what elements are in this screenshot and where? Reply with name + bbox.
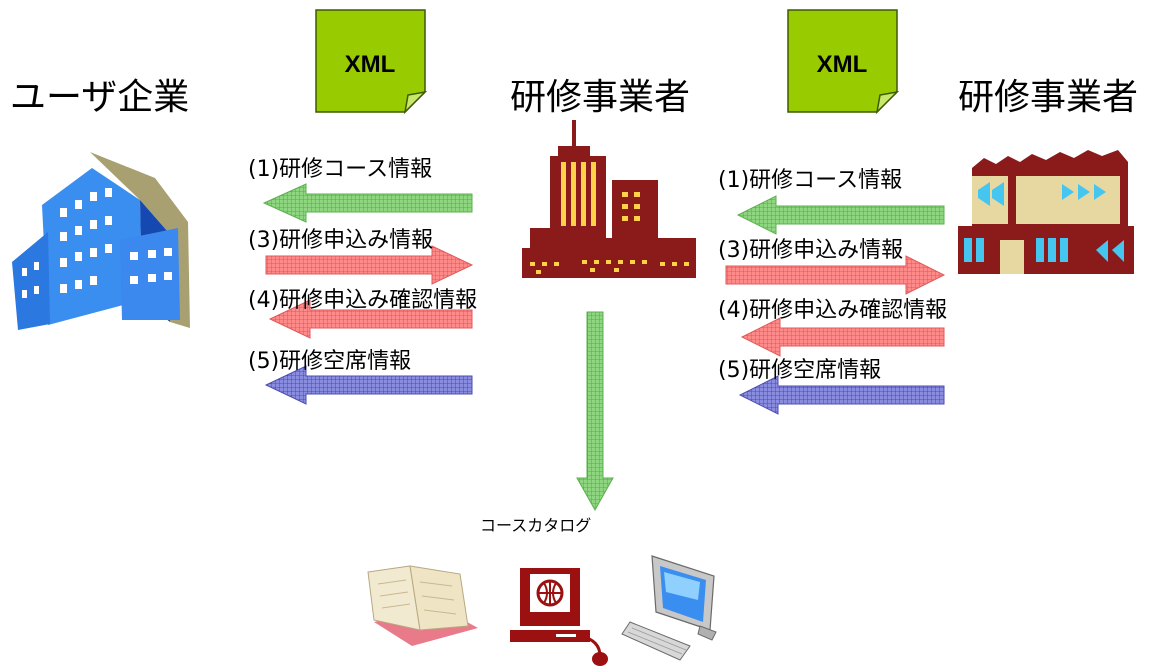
provider-right-title: 研修事業者: [958, 77, 1139, 118]
xml-document-icon: XML: [315, 9, 428, 115]
xml-label: XML: [345, 51, 396, 78]
arrow-vacancy-left: [264, 365, 473, 405]
arrow-catalog-down: [576, 311, 614, 512]
course-catalog-label: コースカタログ: [480, 516, 592, 535]
tower-building-icon: [522, 120, 696, 278]
left-flow-label-1: (1)研修コース情報: [248, 157, 433, 182]
left-flow-label-3: (3)研修申込み情報: [248, 228, 434, 253]
arrow-confirmation-left: [268, 299, 473, 339]
xml-label: XML: [817, 51, 868, 78]
xml-document-icon: XML: [787, 9, 900, 115]
arrow-course-info-left: [262, 183, 473, 223]
left-flow-label-4: (4)研修申込み確認情報: [248, 288, 478, 313]
web-terminal-icon: [510, 568, 608, 666]
provider-center-title: 研修事業者: [510, 77, 691, 118]
right-flow-label-3: (3)研修申込み情報: [718, 238, 904, 263]
arrow-confirmation-left: [740, 317, 945, 357]
arrow-vacancy-left: [738, 375, 945, 415]
left-flow-label-5: (5)研修空席情報: [248, 349, 412, 374]
right-flow-label-1: (1)研修コース情報: [718, 168, 903, 193]
user-company-title: ユーザ企業: [10, 77, 190, 118]
arrow-application-right: [725, 255, 946, 295]
arrow-application-right: [265, 245, 474, 285]
right-flow-label-4: (4)研修申込み確認情報: [718, 298, 948, 323]
office-building-icon: [12, 152, 190, 330]
desktop-computer-icon: [621, 555, 717, 661]
book-icon: [367, 565, 478, 646]
right-flow-label-5: (5)研修空席情報: [718, 358, 882, 383]
arrow-course-info-left: [736, 195, 945, 235]
shop-building-icon: [958, 150, 1134, 274]
